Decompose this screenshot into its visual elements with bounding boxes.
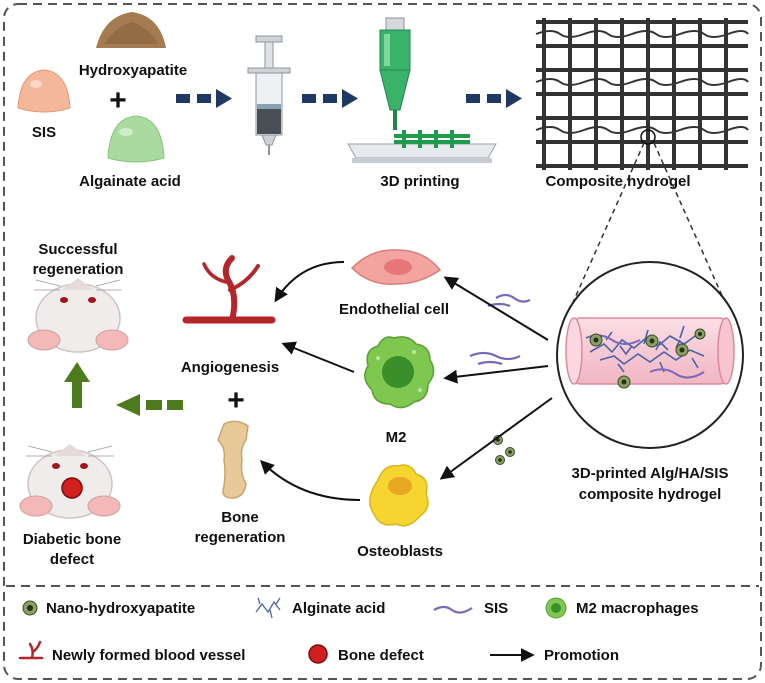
endothelial-cell-label: Endothelial cell	[339, 301, 449, 318]
sis-label: SIS	[32, 124, 56, 141]
hydrogel-label-line1: 3D-printed Alg/HA/SIS	[572, 465, 729, 482]
legend-m2-icon	[545, 597, 567, 619]
hydroxyapatite-powder-icon	[96, 12, 166, 48]
plus-sign: +	[109, 84, 127, 117]
hydrogel-zoom-view	[556, 261, 744, 449]
diabetic-rat-head-icon	[19, 444, 121, 519]
outer-frame	[3, 3, 762, 680]
3d-printer-icon	[347, 17, 497, 163]
osteoblast-icon	[369, 464, 429, 527]
legend-sis-label: SIS	[484, 600, 508, 617]
successful-label-line2: regeneration	[33, 261, 124, 278]
released-nano-ha	[493, 435, 515, 465]
dashed-arrow-2	[302, 89, 358, 108]
syringe-icon	[247, 35, 291, 155]
endothelial-cell-icon	[350, 249, 442, 285]
legend-vessel-label: Newly formed blood vessel	[52, 647, 245, 664]
sis-blob-icon	[17, 69, 71, 113]
released-sis-fibers	[469, 293, 531, 366]
cell-outcome-arrows	[260, 261, 361, 501]
healthy-rat-head-icon	[27, 278, 129, 353]
successful-label-line1: Successful	[38, 241, 117, 258]
hydroxyapatite-label: Hydroxyapatite	[79, 62, 187, 79]
green-dashed-arrow	[116, 394, 183, 416]
blood-vessel-icon	[182, 255, 276, 324]
angiogenesis-label: Angiogenesis	[181, 359, 279, 376]
bone-regeneration-line2: regeneration	[195, 529, 286, 546]
hydrogel-label-line2: composite hydrogel	[579, 486, 722, 503]
hydrogel-promotion-arrows	[439, 276, 553, 480]
diabetic-label-line1: Diabetic bone	[23, 531, 121, 548]
osteoblasts-label: Osteoblasts	[357, 543, 443, 560]
alginate-label: Algainate acid	[79, 173, 181, 190]
legend-alginate-label: Alginate acid	[292, 600, 385, 617]
legend-bone-defect-icon	[308, 644, 328, 664]
dashed-arrow-1	[176, 89, 232, 108]
composite-hydrogel-label: Composite hydrogel	[545, 173, 690, 190]
legend-m2-label: M2 macrophages	[576, 600, 699, 617]
bone-icon	[217, 420, 249, 499]
legend-promotion-label: Promotion	[544, 647, 619, 664]
legend-nano-ha-label: Nano-hydroxyapatite	[46, 600, 195, 617]
3d-printing-label: 3D printing	[380, 173, 459, 190]
zoom-line-left	[565, 142, 645, 319]
composite-hydrogel-lattice	[535, 18, 749, 170]
diabetic-label-line2: defect	[50, 551, 94, 568]
legend-alginate-icon	[255, 597, 281, 619]
alginate-blob-icon	[107, 115, 165, 163]
legend-sis-icon	[433, 605, 473, 614]
m2-macrophage-icon	[364, 336, 435, 409]
green-up-arrow	[64, 362, 90, 408]
dashed-arrow-3	[466, 89, 522, 108]
legend-bone-defect-label: Bone defect	[338, 647, 424, 664]
legend-vessel-icon	[18, 640, 44, 660]
legend-nano-ha-icon	[22, 600, 38, 616]
bone-regeneration-line1: Bone	[221, 509, 259, 526]
zoom-line-right	[653, 142, 733, 319]
zoom-focus-circle	[640, 129, 656, 145]
outcome-plus-sign: +	[227, 384, 245, 417]
m2-label: M2	[386, 429, 407, 446]
nano-particles	[589, 328, 706, 389]
